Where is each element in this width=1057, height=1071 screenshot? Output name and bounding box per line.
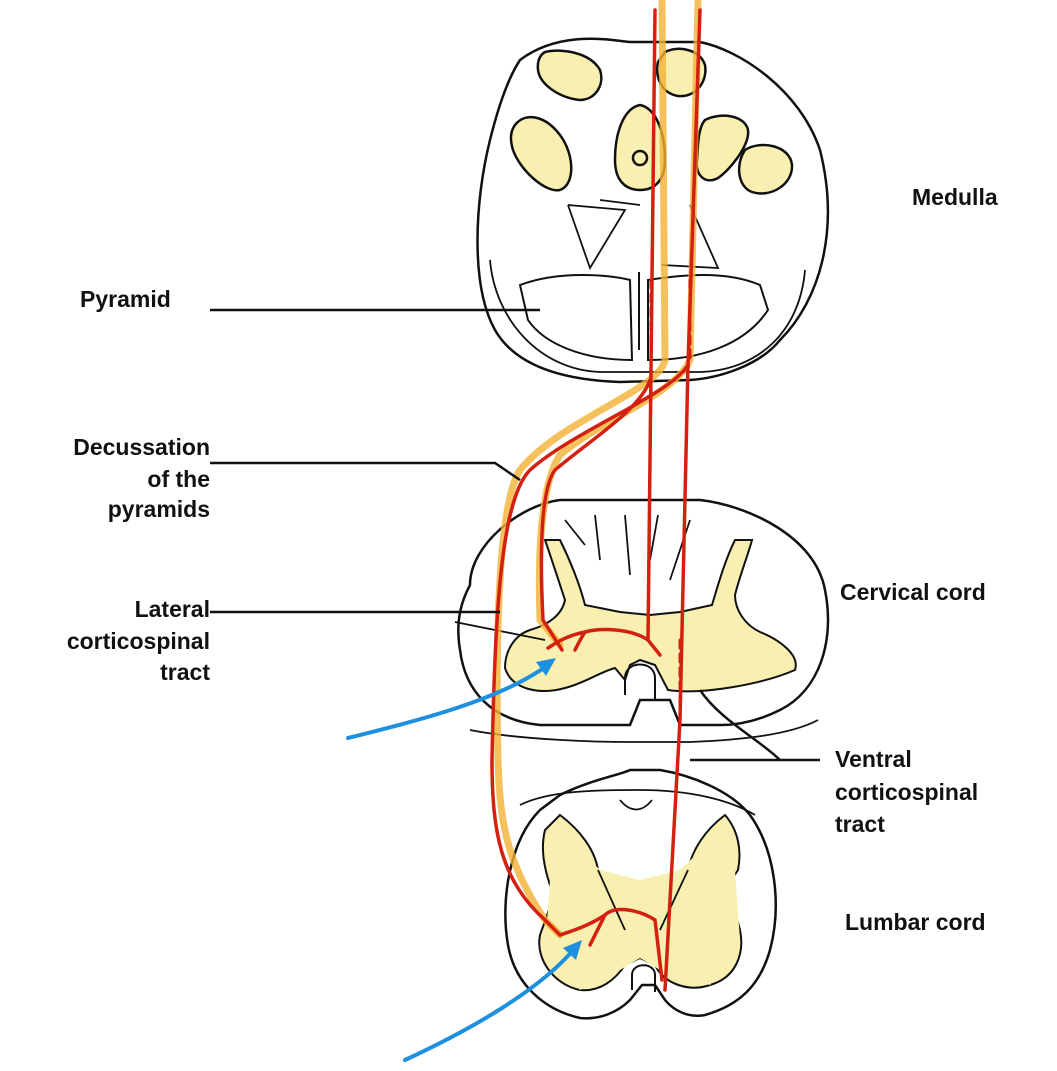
- lumbar-label: Lumbar cord: [845, 908, 986, 936]
- lumbar-inner-border: [520, 790, 755, 815]
- decussation-label-1: Decussation: [20, 433, 210, 461]
- lateral-label-1: Lateral: [20, 595, 210, 623]
- lumbar-cord-section: [505, 770, 775, 1018]
- ventral-label-1: Ventral: [835, 745, 912, 773]
- cervical-ventral-fissure: [625, 665, 655, 701]
- pyramid-left: [520, 275, 632, 360]
- cervical-outline: [458, 500, 828, 725]
- lateral-label-2: corticospinal: [20, 627, 210, 655]
- lumbar-ventral-fissure: [632, 965, 655, 992]
- cervical-cord-section: [455, 500, 828, 742]
- decussation-leader: [210, 463, 520, 480]
- decussation-label-3: pyramids: [20, 495, 210, 523]
- cervical-dorsal-column: [565, 515, 690, 580]
- cervical-inner-border: [470, 720, 818, 742]
- ventral-label-2: corticospinal: [835, 778, 978, 806]
- medulla-label: Medulla: [912, 183, 998, 211]
- pyramid-label: Pyramid: [80, 285, 171, 313]
- decussation-label-2: of the: [20, 465, 210, 493]
- medulla-central-nucleus: [615, 105, 665, 190]
- lateral-label-3: tract: [20, 658, 210, 686]
- leader-lines: [210, 310, 820, 760]
- cervical-label: Cervical cord: [840, 578, 986, 606]
- ventral-label-3: tract: [835, 810, 885, 838]
